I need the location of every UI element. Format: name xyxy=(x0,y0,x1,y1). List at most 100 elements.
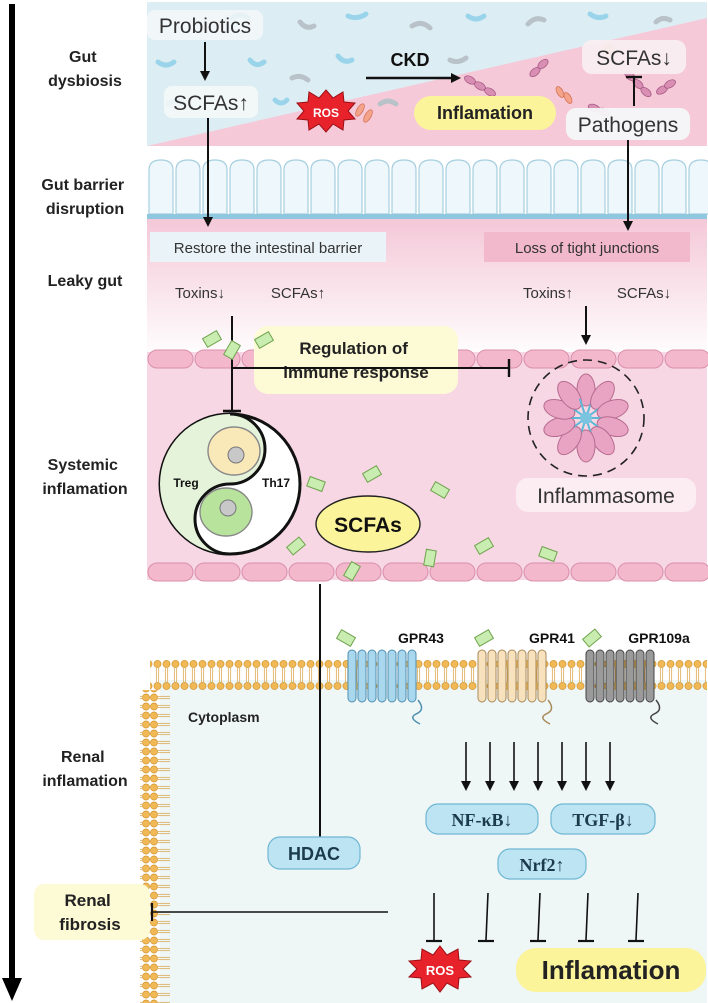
scfas-up-leaky-label: SCFAs↑ xyxy=(271,285,325,302)
villus xyxy=(337,159,363,215)
gpr41-label: GPR41 xyxy=(529,630,575,646)
endothelial-cell xyxy=(664,562,708,582)
signal-arrows xyxy=(461,742,615,791)
cell-membrane-left xyxy=(140,690,170,1003)
bacteria-icon xyxy=(297,19,317,30)
scfas-down-label: SCFAs↓ xyxy=(596,47,672,70)
villus xyxy=(418,159,444,215)
scfa-particle xyxy=(429,480,451,500)
villus xyxy=(472,159,498,215)
renal-fibrosis-line1: Renal xyxy=(64,891,110,910)
scfa-particle xyxy=(473,536,495,556)
villus xyxy=(175,159,201,215)
gpr43-receptor-icon xyxy=(347,649,423,725)
villus xyxy=(364,159,390,215)
treg-th17-yinyang: Treg Th17 xyxy=(158,412,302,556)
scfa-particle xyxy=(306,475,326,493)
bacteria-icon xyxy=(247,57,267,68)
scfa-particle xyxy=(285,536,307,556)
renal-inflammation-badge xyxy=(516,948,706,992)
ckd-label: CKD xyxy=(391,50,430,70)
regulation-line2: immune response xyxy=(283,363,429,382)
endothelial-cell xyxy=(523,349,570,369)
treg-label: Treg xyxy=(173,476,198,490)
gpr109a-label: GPR109a xyxy=(628,630,690,646)
villus xyxy=(445,159,471,215)
ros-label: ROS xyxy=(313,106,339,120)
endothelial-cell xyxy=(429,562,476,582)
loss-junctions-box xyxy=(484,232,690,262)
stage-gut-barrier-line1: Gut barrier xyxy=(41,177,124,194)
bacteria-icon xyxy=(447,55,469,65)
stage-renal-line1: Renal xyxy=(61,749,105,766)
gpr43-label: GPR43 xyxy=(398,630,444,646)
endothelial-cell xyxy=(570,349,617,369)
stage-label-systemic: Systemic inflamation xyxy=(42,457,127,498)
tgfb-label: TGF-β↓ xyxy=(572,810,633,830)
endothelial-cell xyxy=(194,562,241,582)
bacteria-icon xyxy=(525,16,547,27)
endothelial-cell xyxy=(617,562,664,582)
stage-gut-dysbiosis-line1: Gut xyxy=(69,49,97,66)
stage-label-gut-barrier: Gut barrier disruption xyxy=(41,177,128,218)
scfa-particle xyxy=(423,548,437,568)
renal-inflammation-label: Inflamation xyxy=(542,955,681,985)
bacteria-icon xyxy=(409,20,433,31)
renal-ros-label: ROS xyxy=(426,963,455,978)
stage-systemic-line1: Systemic xyxy=(48,457,118,474)
scfa-particle xyxy=(222,339,242,361)
villus xyxy=(310,159,336,215)
scfa-particle xyxy=(335,628,357,648)
inflammasome-icon xyxy=(527,359,645,477)
ros-burst-icon xyxy=(295,89,357,133)
stage-gut-dysbiosis-line2: dysbiosis xyxy=(48,73,122,90)
bacteria-icon xyxy=(587,11,609,21)
scfas-oval-label: SCFAs xyxy=(334,514,402,537)
endothelial-cell xyxy=(523,562,570,582)
bacteria-icon xyxy=(155,59,177,68)
stage-label-gut-dysbiosis: Gut dysbiosis xyxy=(48,49,122,90)
scfas-down-leaky-label: SCFAs↓ xyxy=(617,285,671,302)
scfa-particle xyxy=(342,560,362,582)
villus xyxy=(634,159,660,215)
villus xyxy=(148,159,174,215)
villus xyxy=(202,159,228,215)
villus xyxy=(229,159,255,215)
bacteria-icon xyxy=(272,97,290,106)
gut-barrier-villi xyxy=(148,159,708,215)
bacteria-icon xyxy=(465,13,487,22)
hdac-label: HDAC xyxy=(288,844,340,864)
villus xyxy=(256,159,282,215)
inflammation-badge xyxy=(414,96,556,130)
tgfb-box xyxy=(550,803,656,835)
nrf2-label: Nrf2↑ xyxy=(520,855,565,875)
nfkb-box xyxy=(425,803,539,835)
inflammation-label: Inflamation xyxy=(437,103,533,123)
villus xyxy=(499,159,525,215)
cytoplasm-label: Cytoplasm xyxy=(188,709,260,725)
stage-gut-barrier-line2: disruption xyxy=(46,201,124,218)
scfa-particle xyxy=(361,464,383,484)
restore-barrier-box xyxy=(150,232,386,262)
toxins-down-label: Toxins↓ xyxy=(175,285,225,302)
scfa-particle xyxy=(581,628,603,648)
endothelial-cell xyxy=(476,562,523,582)
endothelial-cell xyxy=(476,349,523,369)
gpr109a-receptor-icon xyxy=(585,649,661,725)
regulation-box xyxy=(254,326,458,394)
renal-ros-burst-icon xyxy=(407,945,473,993)
stage-label-leaky-gut: Leaky gut xyxy=(48,273,123,290)
villus xyxy=(553,159,579,215)
stage-label-renal: Renal inflamation xyxy=(42,749,127,790)
toxins-up-label: Toxins↑ xyxy=(523,285,573,302)
bacteria-icon xyxy=(289,73,311,83)
scfa-particle xyxy=(473,628,495,648)
renal-fibrosis-box xyxy=(34,884,150,940)
loss-junctions-label: Loss of tight junctions xyxy=(515,240,659,257)
endothelial-cells-bottom xyxy=(147,562,708,582)
villus xyxy=(283,159,309,215)
timeline-arrow xyxy=(2,4,22,1001)
pathogen-icon xyxy=(355,103,365,117)
scfas-up-label: SCFAs↑ xyxy=(173,92,249,115)
